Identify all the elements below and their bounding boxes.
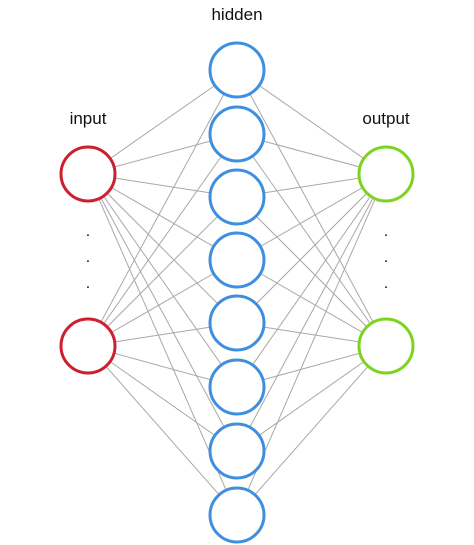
edge-input-1-hidden-7 — [87, 173, 238, 452]
edge-hidden-8-output-2 — [236, 345, 387, 516]
edge-input-1-hidden-4 — [87, 173, 238, 261]
hidden-node-7 — [208, 422, 266, 480]
hidden-node-5 — [208, 294, 266, 352]
edge-hidden-5-output-1 — [236, 173, 387, 324]
input-layer-label: input — [69, 109, 107, 128]
input-ellipsis-dot-2: . — [85, 249, 91, 266]
output-node-2 — [357, 317, 415, 375]
input-ellipsis: . . . — [86, 224, 90, 302]
edge-hidden-7-output-1 — [236, 173, 387, 452]
hidden-node-1 — [208, 41, 266, 99]
output-layer-label: output — [362, 109, 410, 128]
hidden-node-8 — [208, 486, 266, 544]
edge-hidden-1-output-1 — [236, 69, 387, 175]
hidden-node-3 — [208, 168, 266, 226]
hidden-node-2 — [208, 105, 266, 163]
edge-input-2-hidden-3 — [87, 196, 238, 347]
edge-input-2-hidden-4 — [87, 259, 238, 347]
edge-hidden-4-output-2 — [236, 259, 387, 347]
edge-input-2-hidden-8 — [87, 345, 238, 516]
input-ellipsis-dot-1: . — [85, 223, 91, 240]
edge-input-1-hidden-5 — [87, 173, 238, 324]
output-ellipsis-dot-1: . — [383, 223, 389, 240]
hidden-node-4 — [208, 231, 266, 289]
hidden-layer-label: hidden — [211, 5, 263, 24]
edge-hidden-3-output-2 — [236, 196, 387, 347]
edge-input-2-hidden-7 — [87, 345, 238, 452]
network-nodes — [59, 41, 415, 544]
output-node-1 — [357, 145, 415, 203]
input-node-1 — [59, 145, 117, 203]
hidden-node-6 — [208, 358, 266, 416]
edge-input-1-hidden-6 — [87, 173, 238, 388]
edge-hidden-1-output-2 — [236, 69, 387, 347]
edge-hidden-6-output-1 — [236, 173, 387, 388]
output-ellipsis: . . . — [384, 224, 388, 302]
edge-hidden-7-output-2 — [236, 345, 387, 452]
output-ellipsis-dot-2: . — [383, 249, 389, 266]
edge-input-2-hidden-2 — [87, 133, 238, 347]
input-node-2 — [59, 317, 117, 375]
edge-input-2-hidden-1 — [87, 69, 238, 347]
output-ellipsis-dot-3: . — [383, 275, 389, 292]
edge-hidden-4-output-1 — [236, 173, 387, 261]
edge-hidden-2-output-2 — [236, 133, 387, 347]
edge-input-1-hidden-1 — [87, 69, 238, 175]
input-ellipsis-dot-3: . — [85, 275, 91, 292]
